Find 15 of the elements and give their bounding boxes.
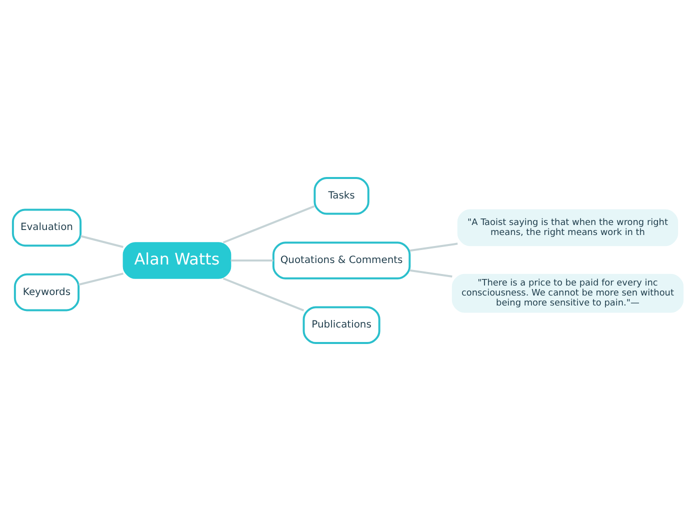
node-box: Keywords	[14, 272, 80, 311]
connector	[80, 234, 124, 248]
connector	[222, 204, 315, 243]
connector	[222, 277, 304, 311]
node-box: "There is a price to be paid for every inc consciousness. We cannot be more sen without being more sensitive to pain."—	[452, 273, 684, 312]
node-box: Evaluation	[12, 208, 82, 246]
connector	[410, 242, 458, 252]
connector	[230, 259, 274, 261]
node-box: Quotations & Comments	[272, 241, 411, 279]
node-box: "A Taoist saying is that when the wrong right means, the right means work in th	[457, 208, 678, 246]
node-box: Alan Watts	[122, 242, 232, 278]
node-box: Tasks	[314, 176, 370, 214]
node-box: Publications	[302, 306, 380, 344]
connector	[78, 272, 124, 286]
connector	[410, 268, 452, 278]
